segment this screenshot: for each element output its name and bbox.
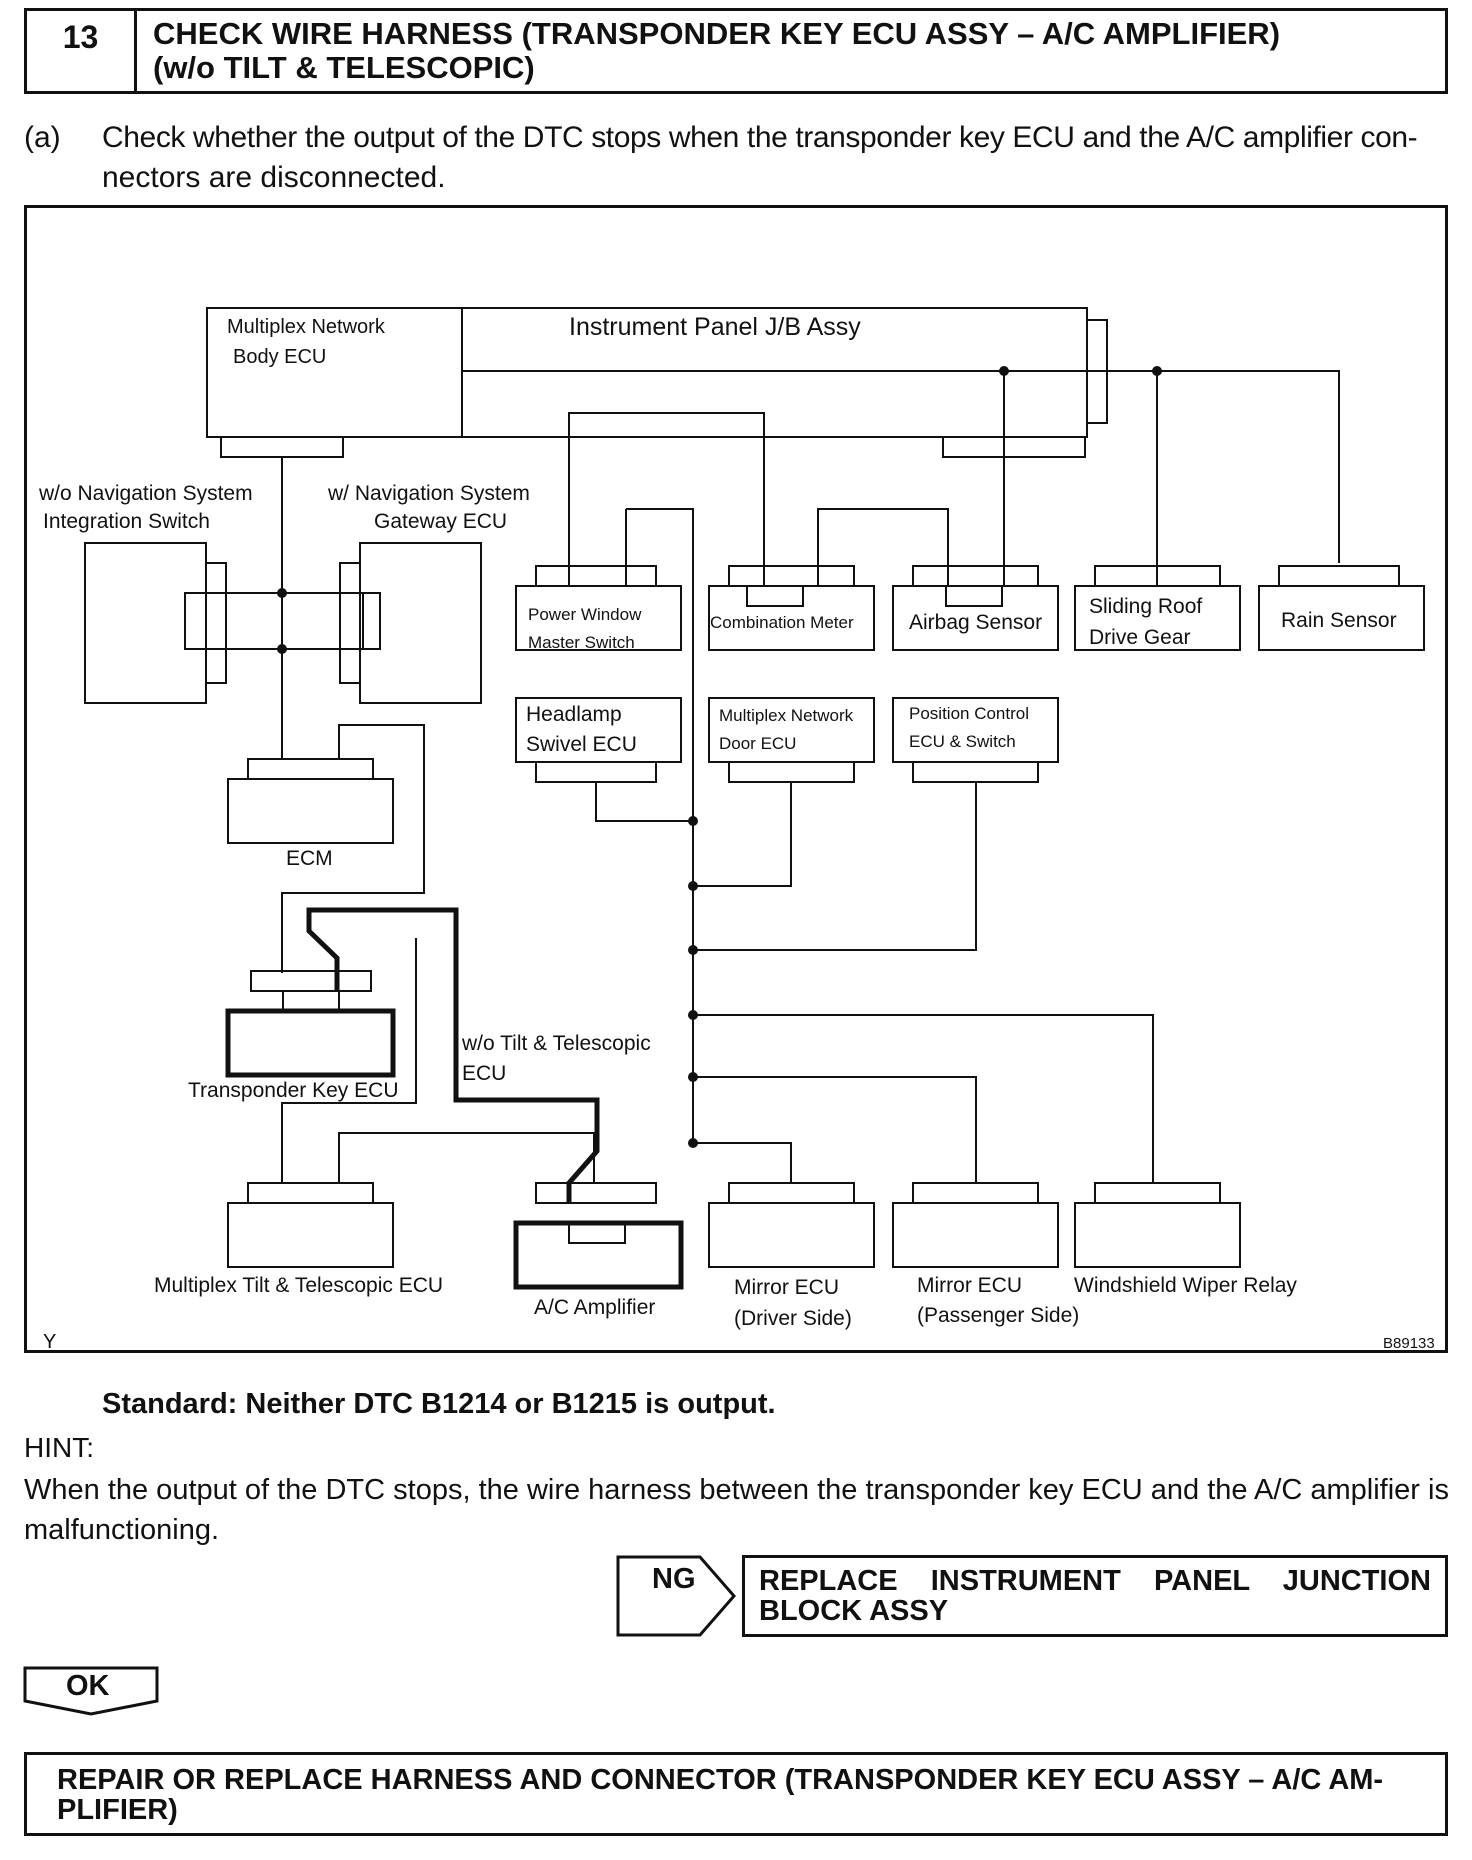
label-pos-2: ECU & Switch <box>909 732 1016 751</box>
ok-arrow-shape <box>23 1666 159 1716</box>
label-tkey: Transponder Key ECU <box>188 1079 398 1102</box>
label-combo: Combination Meter <box>710 613 854 632</box>
highlighted-harness <box>306 907 600 1203</box>
label-ac: A/C Amplifier <box>534 1296 655 1319</box>
ac-amplifier-box <box>513 1220 684 1290</box>
step-header: 13 CHECK WIRE HARNESS (TRANSPONDER KEY E… <box>24 8 1448 94</box>
hint-text: When the output of the DTC stops, the wi… <box>24 1474 1449 1546</box>
label-head-1: Headlamp <box>526 703 622 726</box>
ng-branch-arrow: NG <box>616 1555 740 1637</box>
step-title-line2: (w/o TILT & TELESCOPIC) <box>153 50 535 85</box>
wiring-diagram: Multiplex Network Body ECU Instrument Pa… <box>24 205 1448 1353</box>
label-body-ecu-1: Multiplex Network <box>227 316 386 338</box>
label-tilt: Multiplex Tilt & Telescopic ECU <box>154 1274 443 1297</box>
instruction-marker: (a) <box>24 121 61 154</box>
label-wo-tilt-1: w/o Tilt & Telescopic <box>461 1032 651 1055</box>
label-pos-1: Position Control <box>909 704 1029 723</box>
label-wo-tilt-2: ECU <box>462 1062 506 1085</box>
ng-action-box: REPLACE INSTRUMENT PANEL JUNCTION BLOCK … <box>742 1555 1448 1637</box>
ng-arrow-shape <box>616 1555 736 1637</box>
label-ecm: ECM <box>286 847 333 870</box>
ng-action-line1: REPLACE INSTRUMENT PANEL JUNCTION <box>759 1565 1431 1597</box>
label-mir-p-1: Mirror ECU <box>917 1274 1022 1297</box>
instruction-line2: nectors are disconnected. <box>102 161 446 194</box>
ok-label: OK <box>66 1670 110 1702</box>
label-w-nav-2: Gateway ECU <box>374 510 507 533</box>
label-pw-2: Master Switch <box>528 633 635 652</box>
label-wiper: Windshield Wiper Relay <box>1074 1274 1297 1297</box>
ok-branch-arrow: OK <box>22 1665 160 1717</box>
step-title: CHECK WIRE HARNESS (TRANSPONDER KEY ECU … <box>153 17 1433 85</box>
instruction-text: Check whether the output of the DTC stop… <box>102 118 1452 198</box>
label-sroof-2: Drive Gear <box>1089 626 1191 649</box>
label-wo-nav-2: Integration Switch <box>43 510 210 533</box>
label-door-1: Multiplex Network <box>719 706 854 725</box>
standard-text: Standard: Neither DTC B1214 or B1215 is … <box>102 1388 776 1420</box>
label-corner-right: B89133 <box>1383 1335 1435 1350</box>
ng-action-line2: BLOCK ASSY <box>759 1595 949 1627</box>
label-mir-p-2: (Passenger Side) <box>917 1304 1079 1327</box>
label-door-2: Door ECU <box>719 734 796 753</box>
jb-assy-box <box>461 307 1088 438</box>
label-rain: Rain Sensor <box>1281 609 1397 632</box>
final-action-line2: PLIFIER) <box>57 1794 178 1826</box>
label-mir-d-2: (Driver Side) <box>734 1307 852 1330</box>
label-jb-assy: Instrument Panel J/B Assy <box>569 313 861 341</box>
label-body-ecu-2: Body ECU <box>233 346 326 368</box>
instruction-line1: Check whether the output of the DTC stop… <box>102 121 1418 154</box>
transponder-key-ecu-box <box>225 1008 396 1078</box>
wiring-diagram-svg: Multiplex Network Body ECU Instrument Pa… <box>38 307 1435 1350</box>
label-airbag: Airbag Sensor <box>909 611 1042 634</box>
label-wo-nav-1: w/o Navigation System <box>38 482 253 505</box>
label-head-2: Swivel ECU <box>526 733 637 756</box>
label-sroof-1: Sliding Roof <box>1089 595 1202 618</box>
step-number: 13 <box>27 11 137 91</box>
label-corner-left: Y <box>43 1331 56 1350</box>
label-mir-d-1: Mirror ECU <box>734 1276 839 1299</box>
final-action-box: REPAIR OR REPLACE HARNESS AND CONNECTOR … <box>24 1752 1448 1836</box>
final-action-line1: REPAIR OR REPLACE HARNESS AND CONNECTOR … <box>57 1764 1384 1796</box>
hint-label: HINT: <box>24 1432 94 1463</box>
label-pw-1: Power Window <box>528 605 642 624</box>
label-w-nav-1: w/ Navigation System <box>327 482 530 505</box>
step-title-line1: CHECK WIRE HARNESS (TRANSPONDER KEY ECU … <box>153 16 1281 51</box>
ng-label: NG <box>652 1563 696 1595</box>
